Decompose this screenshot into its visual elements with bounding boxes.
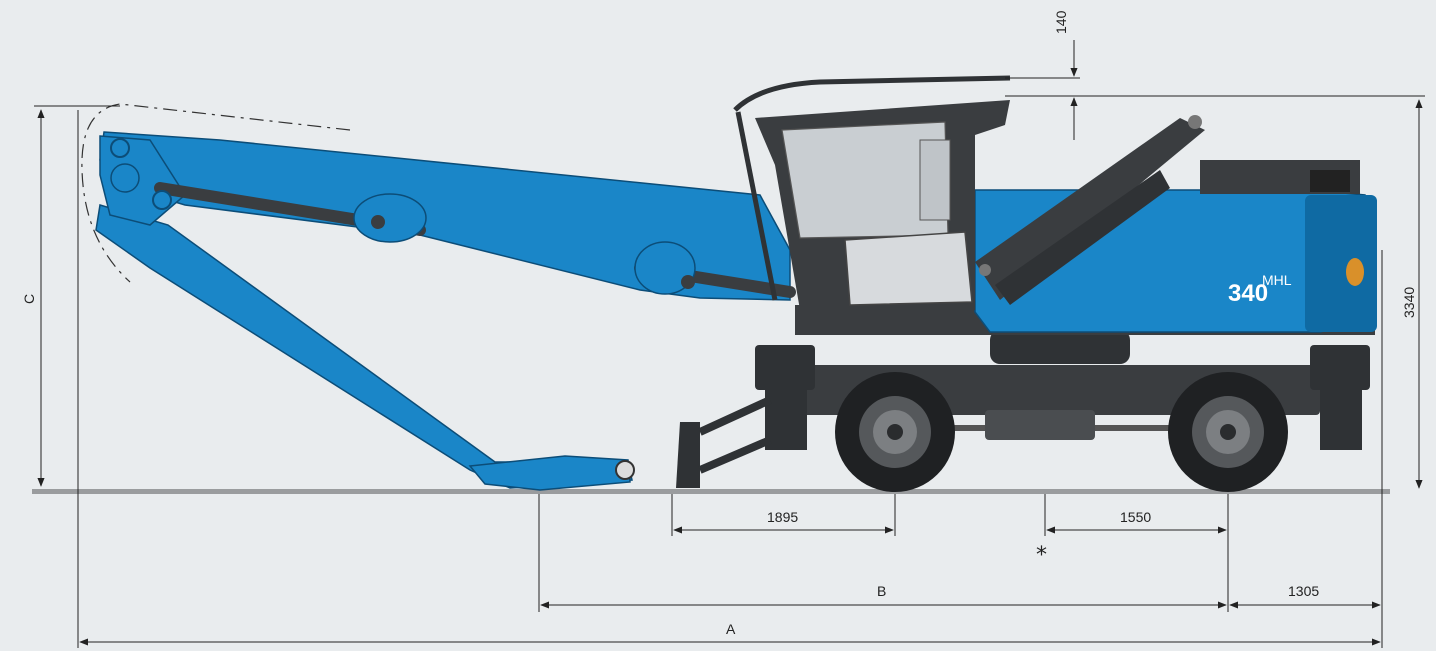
rear-wheel (1168, 372, 1288, 492)
dim-label-top-clearance: 140 (1053, 10, 1069, 34)
cab-roof-guard (733, 75, 1011, 112)
tail-light-icon (1346, 258, 1364, 286)
blade-arm-lower (698, 436, 772, 474)
outrigger-front (755, 345, 815, 390)
model-badge-number: 340 (1228, 280, 1268, 307)
model-badge-prefix: MHL (1262, 272, 1292, 288)
stick-end-pin (615, 460, 635, 480)
boom-tip-boss (110, 163, 140, 193)
cab-lift-arm (975, 118, 1205, 300)
dim-label-a: A (726, 621, 736, 637)
outrigger-leg-front (765, 388, 807, 450)
rear-counterweight (1305, 195, 1377, 332)
boom-foot-plate (634, 241, 696, 295)
cab-lift-arm-lower (995, 170, 1170, 305)
dim-label-rear-overhang: 1305 (1288, 583, 1319, 599)
engine-grille (1310, 170, 1350, 192)
outrigger-rear (1310, 345, 1370, 390)
dim-label-center-rear-axle: 1550 (1120, 509, 1151, 525)
slewing-ring (990, 330, 1130, 364)
boom-foot-pin (681, 275, 695, 289)
rotation-center-marker: * (1036, 543, 1047, 568)
uppercarriage: MHL 340 (733, 75, 1377, 335)
dim-label-total-height: 3340 (1401, 287, 1417, 318)
boom-assembly (81, 103, 796, 491)
ground-line (32, 489, 1390, 494)
cab-door (844, 231, 973, 306)
cab-side-window (919, 139, 951, 221)
undercarriage (676, 330, 1370, 492)
cab-pillar (735, 111, 778, 301)
boom-tip-pin (110, 138, 130, 158)
boom-link-plate (353, 193, 427, 243)
dim-label-b: B (877, 583, 886, 599)
front-wheel (835, 372, 955, 492)
dimension-lines (34, 40, 1425, 648)
axle-gearbox (985, 410, 1095, 440)
stick-pin (152, 190, 172, 210)
blade-arm-upper (698, 396, 772, 436)
cab-arm-pivot (1188, 115, 1202, 129)
stick-nose (468, 455, 631, 491)
dozer-blade (676, 422, 700, 488)
cab-arm-pivot-lower (979, 264, 991, 276)
dim-label-boom-height: C (21, 294, 37, 304)
outrigger-leg-rear (1320, 388, 1362, 450)
dim-label-blade-front-axle: 1895 (767, 509, 798, 525)
boom-link-pin (371, 215, 385, 229)
